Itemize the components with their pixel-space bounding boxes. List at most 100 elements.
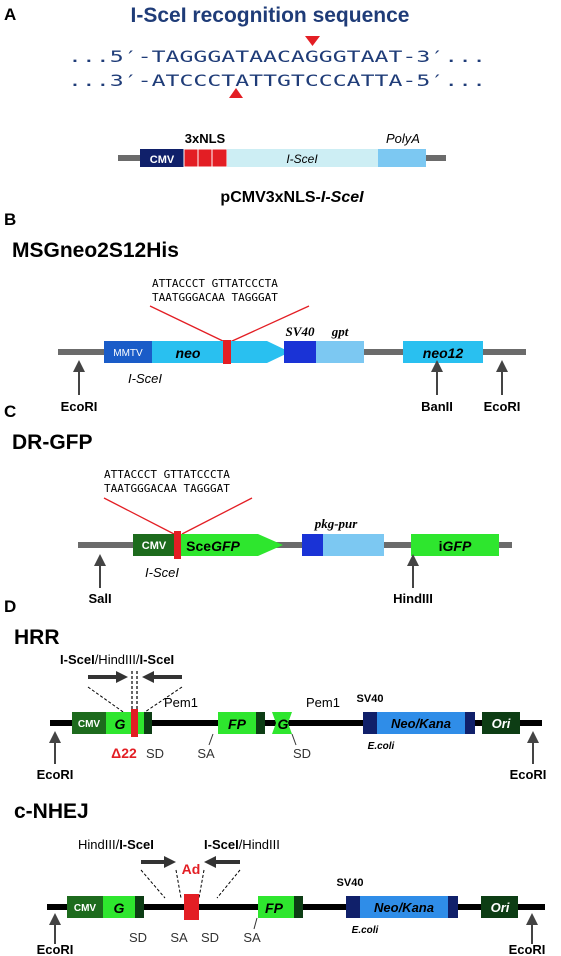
cnhej-g-label: G <box>114 900 125 916</box>
hrr-ecori-right-label: EcoRI <box>510 767 547 782</box>
c-site-seq-2: TAATGGGACAA TAGGGAT <box>104 482 230 495</box>
hrr-fp-label: FP <box>228 716 247 732</box>
cnhej-ad-label: Ad <box>182 861 201 877</box>
hrr-ori <box>482 712 520 734</box>
hrr-pem1-label-b: Pem1 <box>306 695 340 710</box>
cnhej-ori-label: Ori <box>491 900 510 915</box>
cnhej-dash-right-outer <box>216 869 241 899</box>
sequence-top-strand: ...5′-TAGGGATAACAGGGTAAT-3′... <box>68 47 486 66</box>
panel-b: B MSGneo2S12His ATTACCCT GTTATCCCTA TAAT… <box>4 210 526 414</box>
cnhej-neokana-label: Neo/Kana <box>374 900 434 915</box>
pkg-promoter <box>302 534 323 556</box>
c-site-seq-1: ATTACCCT GTTATCCCTA <box>104 468 230 481</box>
c-sali-label: SalI <box>88 591 111 606</box>
cnhej-ecori-left-label: EcoRI <box>37 942 74 956</box>
hrr-g-exon-2 <box>272 712 292 734</box>
igfp-gene <box>411 534 499 556</box>
cnhej-construct: c-NHEJ HindIII/I-SceI I-SceI/HindIII Ad … <box>14 800 545 956</box>
b-zoom-line-left <box>149 305 226 343</box>
nls-block-1 <box>183 148 199 168</box>
cnhej-dash-left-inner <box>175 869 182 899</box>
hrr-sv40-label: SV40 <box>357 693 384 705</box>
cnhej-left-site-label: HindIII/I-SceI <box>78 837 154 852</box>
b-zoom-line-right <box>229 305 310 343</box>
c-zoom-line-right <box>181 497 253 535</box>
hrr-cmv <box>72 712 106 734</box>
mmtv-label: MMTV <box>113 348 143 359</box>
plasmid-name: pCMV3xNLS-I-SceI <box>220 189 364 206</box>
b-ecori-left-label: EcoRI <box>61 399 98 414</box>
cnhej-sd2-label: SD <box>201 930 219 945</box>
hrr-fp-exon <box>218 712 256 734</box>
nls-block-2 <box>197 148 213 168</box>
hrr-g-label: G <box>115 716 126 732</box>
cnhej-fp-exon <box>258 896 294 918</box>
hrr-delta22-label: Δ22 <box>111 745 137 761</box>
hrr-dash-left <box>87 686 127 715</box>
panel-c-letter: C <box>4 402 16 421</box>
nls-block-3 <box>211 148 228 168</box>
panel-a: A I-SceI recognition sequence ...5′-TAGG… <box>4 4 486 206</box>
cnhej-right-site-label: I-SceI/HindIII <box>204 837 280 852</box>
cnhej-ecori-right-label: EcoRI <box>509 942 546 956</box>
cmv-promoter <box>140 149 184 167</box>
msgneo-title: MSGneo2S12His <box>12 239 179 262</box>
hrr-ecoli-label: E.coli <box>368 741 395 752</box>
b-ecori-right-label: EcoRI <box>484 399 521 414</box>
cnhej-arrow-left-head <box>164 856 176 868</box>
neo12-gene <box>403 341 483 363</box>
hrr-neokana-label: Neo/Kana <box>391 716 451 731</box>
b-banii-label: BanII <box>421 399 453 414</box>
c-isce-site <box>174 531 181 559</box>
c-zoom-line-left <box>103 497 175 535</box>
polya-signal <box>378 149 426 167</box>
cnhej-dash-left-outer <box>140 869 166 899</box>
cnhej-cmv <box>67 896 103 918</box>
hrr-pem1-label-a: Pem1 <box>164 695 198 710</box>
cnhej-g-exon <box>103 896 135 918</box>
cnhej-sd-block-1 <box>135 896 144 918</box>
panel-d: D HRR I-SceI/HindIII/I-SceI CMV G Pem1 F… <box>4 597 546 956</box>
hrr-sa-tick <box>208 733 214 746</box>
sequence-bottom-strand: ...3′-ATCCCTATTGTCCCATTA-5′... <box>68 71 486 90</box>
cnhej-neokana <box>360 896 448 918</box>
gpt-gene <box>316 341 364 363</box>
cnhej-ori <box>481 896 518 918</box>
hrr-sd1-label: SD <box>146 746 164 761</box>
b-site-seq-1: ATTACCCT GTTATCCCTA <box>152 277 278 290</box>
hrr-dash-right <box>141 686 183 715</box>
c-hindiii-label: HindIII <box>393 591 433 606</box>
scegfp-label: SceGFP <box>186 538 240 554</box>
cnhej-title: c-NHEJ <box>14 800 89 823</box>
sv40-promoter <box>284 341 316 363</box>
isce-gene-label: I-SceI <box>286 152 318 166</box>
hrr-sd-block-1 <box>144 712 152 734</box>
cnhej-ad-exon <box>184 894 199 920</box>
cnhej-sa1-label: SA <box>170 930 188 945</box>
hrr-sa-block <box>256 712 265 734</box>
recognition-title: I-SceI recognition sequence <box>131 4 410 27</box>
panel-a-letter: A <box>4 5 16 24</box>
b-site-seq-2: TAATGGGACAA TAGGGAT <box>152 291 278 304</box>
cnhej-sa-block <box>294 896 303 918</box>
hrr-ori-label: Ori <box>492 716 511 731</box>
hrr-g2-label: G <box>278 716 289 732</box>
b-isce-site <box>223 340 231 364</box>
hrr-construct: HRR I-SceI/HindIII/I-SceI CMV G Pem1 FP … <box>14 626 546 782</box>
panel-c: C DR-GFP ATTACCCT GTTATCCCTA TAATGGGACAA… <box>4 402 512 606</box>
neo-label: neo <box>176 345 201 361</box>
cnhej-sa2-tick <box>253 917 258 930</box>
cnhej-sv40-block <box>346 896 360 918</box>
pkg-pur-label: pkg-pur <box>314 516 359 531</box>
hrr-sd2-tick <box>291 733 297 746</box>
cnhej-ecoli-label: E.coli <box>352 925 379 936</box>
hrr-neokana-end <box>465 712 475 734</box>
neo12-label: neo12 <box>423 345 464 361</box>
panel-b-letter: B <box>4 210 16 229</box>
cut-site-top-marker <box>305 36 320 46</box>
hrr-neokana <box>377 712 465 734</box>
cnhej-sv40-label: SV40 <box>337 877 364 889</box>
pur-gene <box>323 534 384 556</box>
hrr-sa-label: SA <box>197 746 215 761</box>
